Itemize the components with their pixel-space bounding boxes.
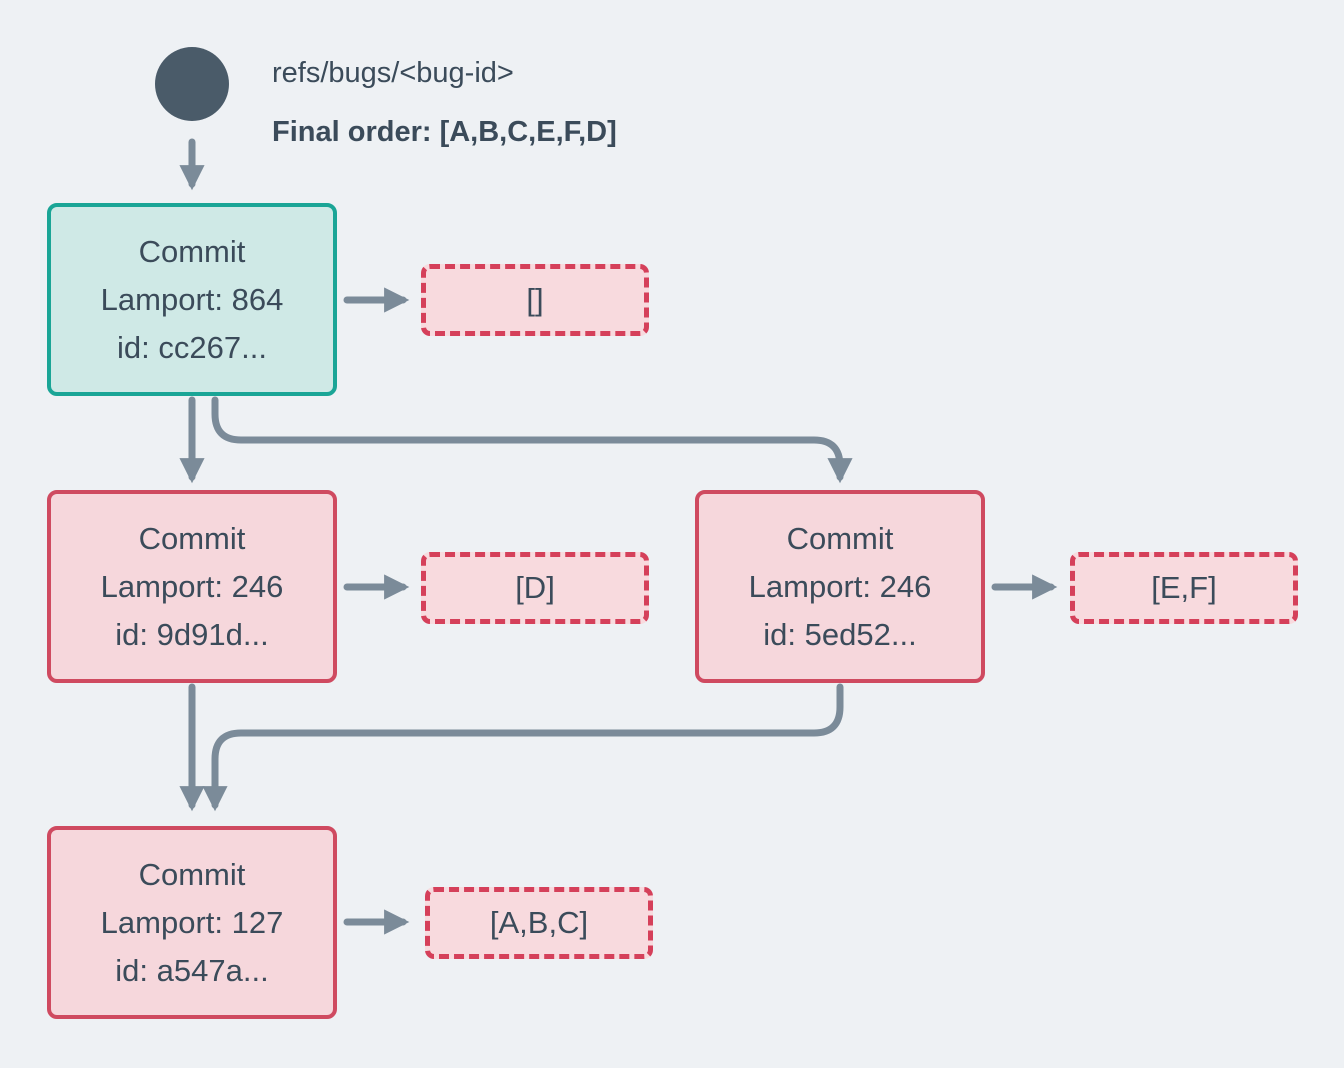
commit-lamport: Lamport: 864 [100,281,284,317]
commit-lamport: Lamport: 246 [748,568,932,604]
commit-lamport: Lamport: 127 [100,904,284,940]
operations-list-right: [E,F] [1070,552,1298,624]
commit-title: Commit [786,520,894,556]
operations-value: [] [526,282,544,317]
commit-node-bottom: Commit Lamport: 127 id: a547a... [47,826,337,1019]
operations-list-root: [] [421,264,649,336]
commit-node-root: Commit Lamport: 864 id: cc267... [47,203,337,396]
branch-ref-node [155,47,229,121]
operations-list-left: [D] [421,552,649,624]
commit-id: id: cc267... [117,329,267,365]
branch-ref-label: refs/bugs/<bug-id> [272,57,514,89]
operations-value: [E,F] [1151,570,1217,605]
operations-value: [D] [515,570,555,605]
operations-value: [A,B,C] [489,905,589,940]
operations-list-bottom: [A,B,C] [425,887,653,959]
commit-title: Commit [138,233,246,269]
commit-lamport: Lamport: 246 [100,568,284,604]
commit-id: id: 5ed52... [763,616,917,652]
commit-id: id: a547a... [115,952,269,988]
edge-right-to-bottom [202,683,844,812]
commit-node-left: Commit Lamport: 246 id: 9d91d... [47,490,337,683]
commit-title: Commit [138,520,246,556]
edge-root-to-right [211,396,853,484]
final-order-label: Final order: [A,B,C,E,F,D] [272,116,617,148]
commit-node-right: Commit Lamport: 246 id: 5ed52... [695,490,985,683]
commit-id: id: 9d91d... [115,616,269,652]
commit-title: Commit [138,856,246,892]
